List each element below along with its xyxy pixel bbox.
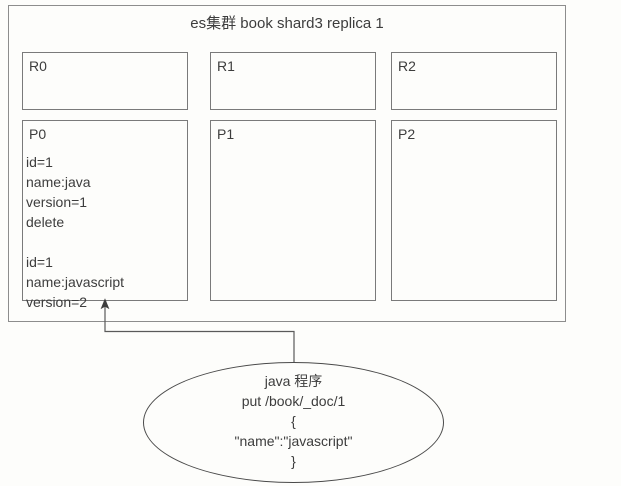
cluster-title: es集群 book shard3 replica 1 — [190, 15, 384, 32]
primary-shard-p0[interactable]: P0 — [22, 120, 188, 301]
replica-shard-r2[interactable]: R2 — [391, 52, 557, 110]
replica-shard-r1[interactable]: R1 — [210, 52, 376, 110]
shard-label-r0: R0 — [29, 58, 47, 74]
primary-shard-p2[interactable]: P2 — [391, 120, 557, 301]
shard-label-p2: P2 — [398, 126, 416, 142]
shard-label-p1: P1 — [217, 126, 235, 142]
client-request-text: java 程序 put /book/_doc/1 { "name":"javas… — [234, 373, 353, 469]
client-request-ellipse[interactable]: java 程序 put /book/_doc/1 { "name":"javas… — [143, 362, 444, 483]
shard-label-p0: P0 — [29, 126, 47, 142]
shard-label-r1: R1 — [217, 58, 235, 74]
primary-shard-p1[interactable]: P1 — [210, 120, 376, 301]
replica-shard-r0[interactable]: R0 — [22, 52, 188, 110]
shard-label-r2: R2 — [398, 58, 416, 74]
